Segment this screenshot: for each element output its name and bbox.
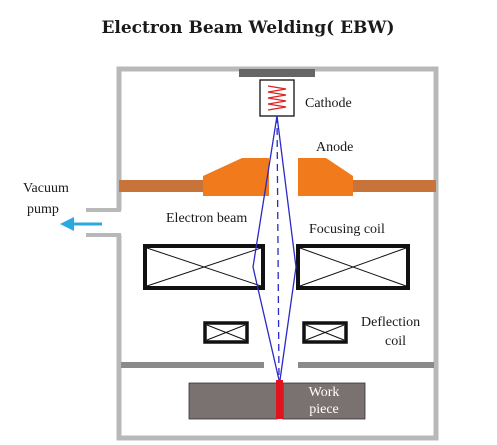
work-piece-left <box>188 382 278 420</box>
label-focusing-coil: Focusing coil <box>309 222 385 237</box>
vacuum-chamber <box>116 66 439 441</box>
deflection-coil-left <box>203 321 249 344</box>
diagram-title: Electron Beam Welding( EBW) <box>101 18 394 38</box>
work-piece-right <box>282 382 366 420</box>
label-anode: Anode <box>316 140 353 155</box>
label-work-piece-2: piece <box>309 402 339 417</box>
pump-arrow-icon <box>60 217 102 231</box>
anode-left <box>203 158 269 196</box>
deflection-coil-right <box>302 321 348 344</box>
chamber-wall <box>116 66 439 441</box>
shield-plate-left <box>121 362 264 368</box>
focusing-coil-right <box>296 244 410 290</box>
beam-axis <box>276 115 280 381</box>
shield-plate-right <box>298 362 434 368</box>
anode-right <box>298 158 353 196</box>
weld-pool <box>276 380 283 419</box>
cathode-holder <box>239 69 315 77</box>
pump-outlet <box>86 208 121 237</box>
label-electron-beam: Electron beam <box>166 211 247 226</box>
cathode-filament-icon <box>267 85 287 111</box>
label-deflection-coil-1: Deflection <box>361 315 420 330</box>
label-vacuum-pump-2: pump <box>27 202 59 217</box>
cathode <box>259 79 295 117</box>
beam-right-edge <box>276 115 297 381</box>
anode <box>119 158 436 196</box>
label-deflection-coil-2: coil <box>385 334 406 349</box>
label-cathode: Cathode <box>305 96 352 111</box>
electron-beam <box>252 115 297 381</box>
label-work-piece-1: Work <box>309 385 340 400</box>
focusing-coil-left <box>143 244 265 290</box>
label-vacuum-pump-1: Vacuum <box>23 181 69 196</box>
beam-left-edge <box>252 115 280 381</box>
